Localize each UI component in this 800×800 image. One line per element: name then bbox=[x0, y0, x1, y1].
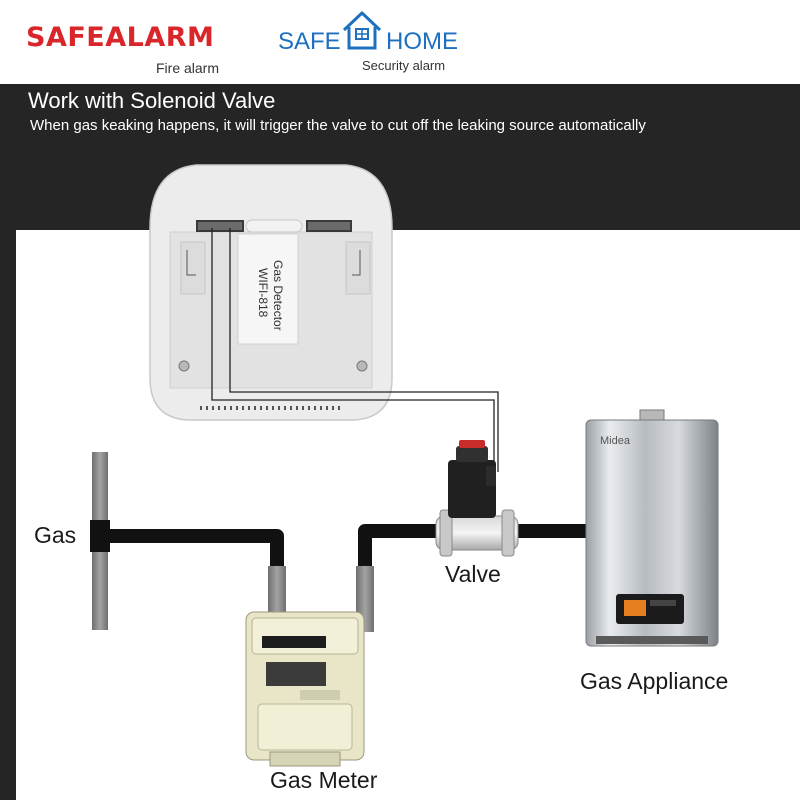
valve-label: Valve bbox=[445, 561, 501, 587]
gas-meter bbox=[245, 611, 365, 767]
signal-wires bbox=[211, 228, 499, 472]
section-subtitle: When gas keaking happens, it will trigge… bbox=[30, 117, 646, 134]
safealarm-tagline: Fire alarm bbox=[156, 60, 220, 76]
solenoid-valve bbox=[435, 440, 519, 557]
safehome-logo-right: HOME bbox=[386, 28, 458, 55]
appliance-label: Gas Appliance bbox=[580, 668, 728, 694]
house-icon bbox=[342, 11, 382, 50]
section-title: Work with Solenoid Valve bbox=[28, 88, 276, 113]
meter-label: Gas Meter bbox=[270, 767, 378, 793]
safehome-logo-left: SAFE bbox=[278, 28, 341, 55]
gas-appliance: Midea bbox=[585, 409, 719, 647]
safehome-tagline: Security alarm bbox=[362, 58, 446, 73]
gas-detector: Gas Detector WIFI-818 bbox=[149, 164, 393, 421]
appliance-brand: Midea bbox=[600, 435, 631, 447]
safealarm-logo: SAFEALARM bbox=[26, 22, 215, 53]
device-label-line2: WIFI-818 bbox=[256, 268, 270, 318]
gas-label: Gas bbox=[34, 522, 76, 548]
device-label-line1: Gas Detector bbox=[271, 260, 285, 331]
brand-bar: SAFEALARM Fire alarm SAFE HOME Security … bbox=[0, 0, 800, 84]
